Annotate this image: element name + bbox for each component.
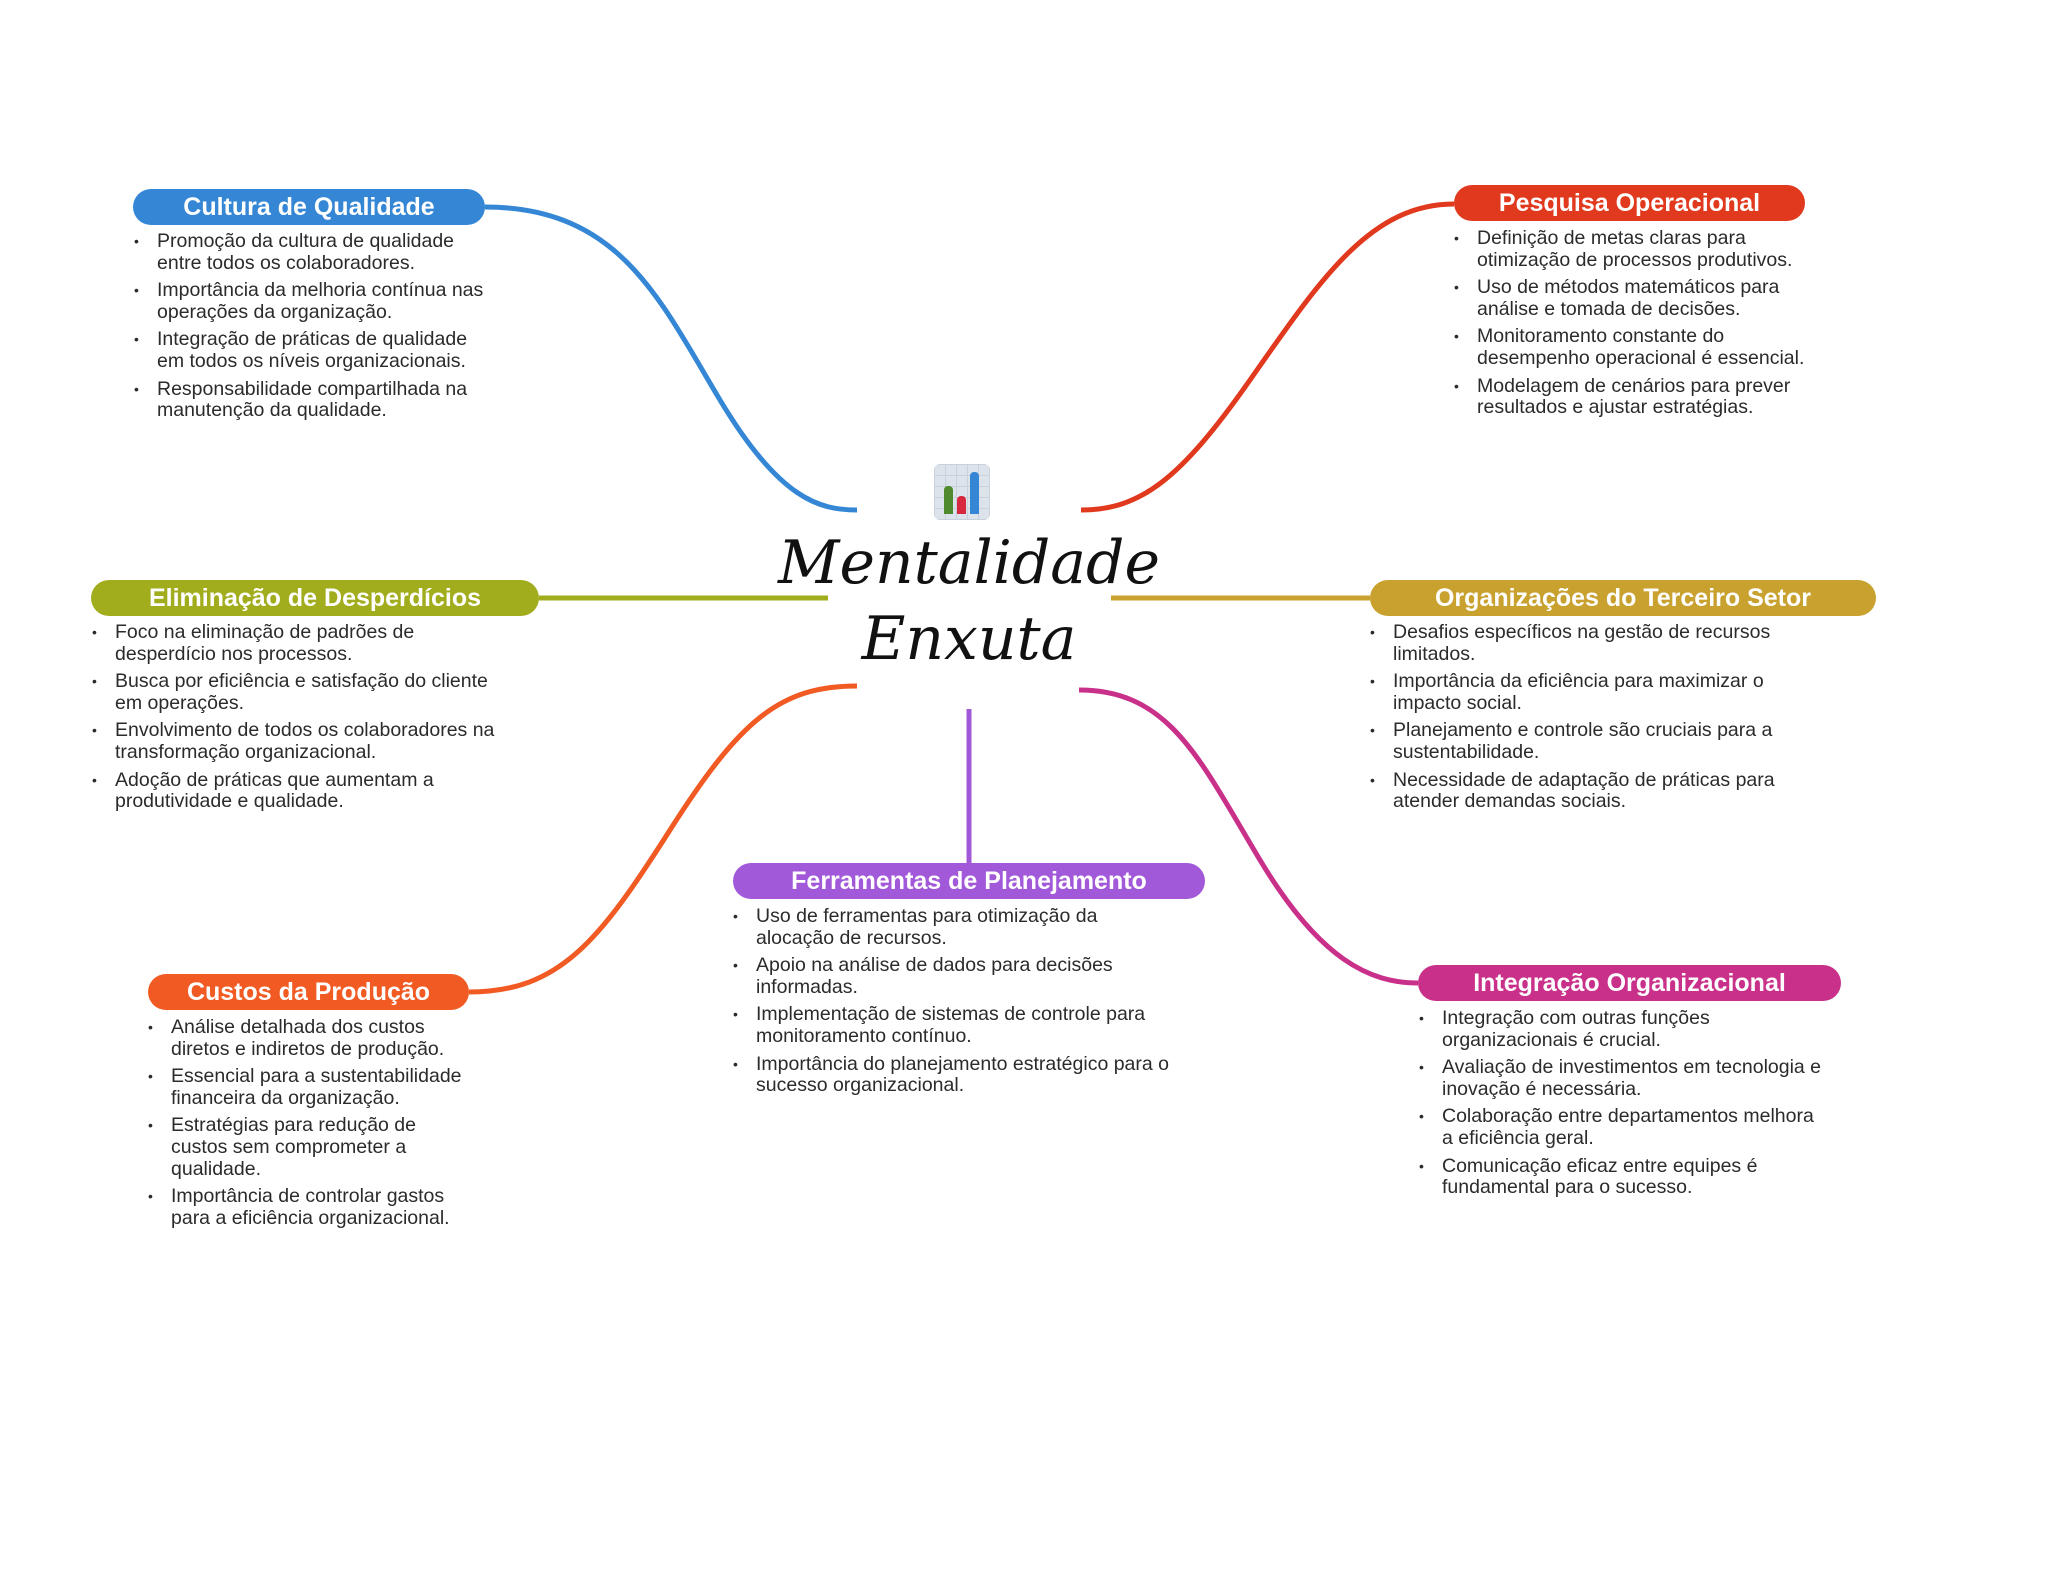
list-item: Responsabilidade compartilhada na manute… <box>134 378 497 422</box>
list-item: Desafios específicos na gestão de recurs… <box>1370 621 1813 665</box>
list-item: Comunicação eficaz entre equipes é funda… <box>1419 1155 1822 1199</box>
list-item: Avaliação de investimentos em tecnologia… <box>1419 1056 1822 1100</box>
list-item: Foco na eliminação de padrões de desperd… <box>92 621 515 665</box>
list-item: Monitoramento constante do desempenho op… <box>1454 326 1807 369</box>
topic-eliminacao-de-desperdicios[interactable]: Eliminação de Desperdícios <box>91 580 539 616</box>
pesquisa-items: Definição de metas claras para otimizaçã… <box>1454 227 1807 425</box>
list-item: Envolvimento de todos os colaboradores n… <box>92 720 515 763</box>
list-item: Implementação de sistemas de controle pa… <box>733 1004 1176 1047</box>
integracao-items: Integração com outras funções organizaci… <box>1419 1007 1822 1205</box>
list-item: Essencial para a sustentabilidade financ… <box>148 1065 471 1109</box>
eliminacao-items: Foco na eliminação de padrões de desperd… <box>92 621 515 819</box>
connector-pesquisa <box>1080 201 1455 513</box>
list-item: Importância de controlar gastos para a e… <box>148 1185 471 1229</box>
list-item: Adoção de práticas que aumentam a produt… <box>92 769 515 813</box>
list-item: Integração de práticas de qualidade em t… <box>134 329 497 372</box>
topic-integracao-organizacional[interactable]: Integração Organizacional <box>1418 965 1841 1001</box>
list-item: Colaboração entre departamentos melhora … <box>1419 1106 1822 1149</box>
list-item: Estratégias para redução de custos sem c… <box>148 1115 471 1180</box>
ferramentas-items: Uso de ferramentas para otimização da al… <box>733 905 1176 1103</box>
list-item: Importância do planejamento estratégico … <box>733 1053 1176 1097</box>
list-item: Uso de ferramentas para otimização da al… <box>733 905 1176 949</box>
list-item: Apoio na análise de dados para decisões … <box>733 954 1176 998</box>
list-item: Análise detalhada dos custos diretos e i… <box>148 1016 471 1060</box>
list-item: Definição de metas claras para otimizaçã… <box>1454 227 1807 271</box>
list-item: Promoção da cultura de qualidade entre t… <box>134 230 497 274</box>
list-item: Modelagem de cenários para prever result… <box>1454 375 1807 419</box>
cultura-items: Promoção da cultura de qualidade entre t… <box>134 230 497 428</box>
custos-items: Análise detalhada dos custos diretos e i… <box>148 1016 471 1235</box>
list-item: Integração com outras funções organizaci… <box>1419 1007 1822 1051</box>
list-item: Importância da melhoria contínua nas ope… <box>134 279 497 323</box>
list-item: Busca por eficiência e satisfação do cli… <box>92 670 515 714</box>
topic-ferramentas-de-planejamento[interactable]: Ferramentas de Planejamento <box>733 863 1205 899</box>
topic-organizacoes-do-terceiro-setor[interactable]: Organizações do Terceiro Setor <box>1370 580 1876 616</box>
topic-cultura-de-qualidade[interactable]: Cultura de Qualidade <box>133 189 485 225</box>
connector-custos <box>468 683 858 995</box>
central-title-line1: Mentalidade <box>778 528 1160 598</box>
connector-cultura <box>484 204 858 513</box>
terceiro-setor-items: Desafios específicos na gestão de recurs… <box>1370 621 1813 819</box>
topic-custos-da-producao[interactable]: Custos da Produção <box>148 974 469 1010</box>
bar-chart-icon <box>934 464 990 520</box>
list-item: Importância da eficiência para maximizar… <box>1370 670 1813 714</box>
central-title-line2: Enxuta <box>861 604 1077 674</box>
topic-pesquisa-operacional[interactable]: Pesquisa Operacional <box>1454 185 1805 221</box>
list-item: Uso de métodos matemáticos para análise … <box>1454 276 1807 320</box>
list-item: Necessidade de adaptação de práticas par… <box>1370 769 1813 813</box>
list-item: Planejamento e controle são cruciais par… <box>1370 720 1813 763</box>
connector-integracao <box>1078 687 1419 986</box>
